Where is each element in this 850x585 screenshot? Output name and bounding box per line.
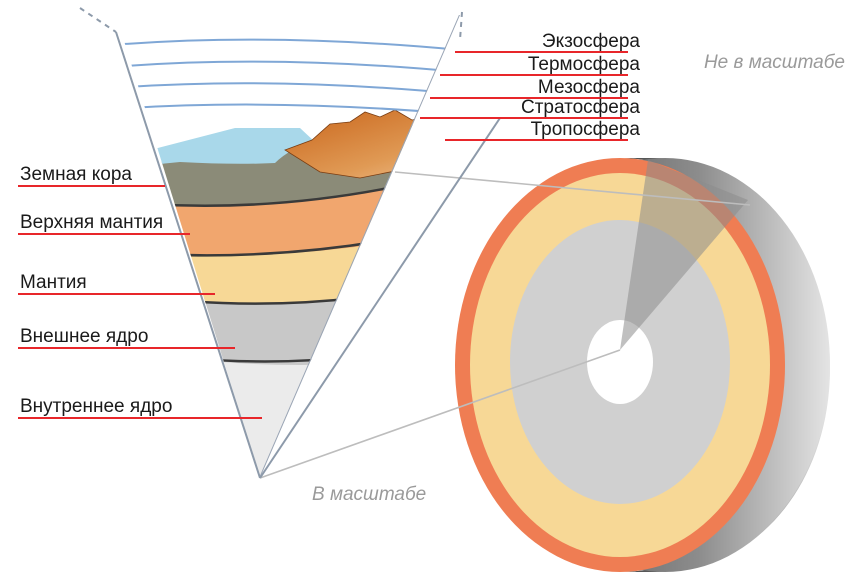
label-inner-core: Внутреннее ядро <box>20 396 172 417</box>
label-thermosphere: Термосфера <box>528 54 641 75</box>
label-mesosphere: Мезосфера <box>538 77 641 98</box>
label-crust: Земная кора <box>20 164 132 185</box>
connector-top <box>394 171 751 206</box>
wedge-ocean <box>116 128 315 178</box>
connector-bottom <box>259 349 621 479</box>
label-mantle: Мантия <box>20 272 87 293</box>
label-to-scale: В масштабе <box>312 484 426 505</box>
atmosphere-arc-1 <box>116 38 460 55</box>
wedge-edge-left <box>115 31 261 479</box>
label-upper-mantle: Верхняя мантия <box>20 212 163 233</box>
label-exosphere: Экзосфера <box>542 31 641 52</box>
sphere-cutaway-wedge <box>620 160 748 350</box>
label-stratosphere: Стратосфера <box>521 97 640 118</box>
connector-lines <box>259 171 751 479</box>
label-outer-core: Внешнее ядро <box>20 326 148 347</box>
wedge-edge-right-dashed <box>459 11 463 41</box>
label-not-to-scale: Не в масштабе <box>704 52 845 73</box>
earth-sphere <box>455 158 830 572</box>
sphere-inner-core-hole <box>587 320 653 404</box>
label-troposphere: Тропосфера <box>531 119 641 140</box>
wedge-edge-left-dashed <box>79 7 117 33</box>
wedge-edge-right <box>259 117 501 479</box>
